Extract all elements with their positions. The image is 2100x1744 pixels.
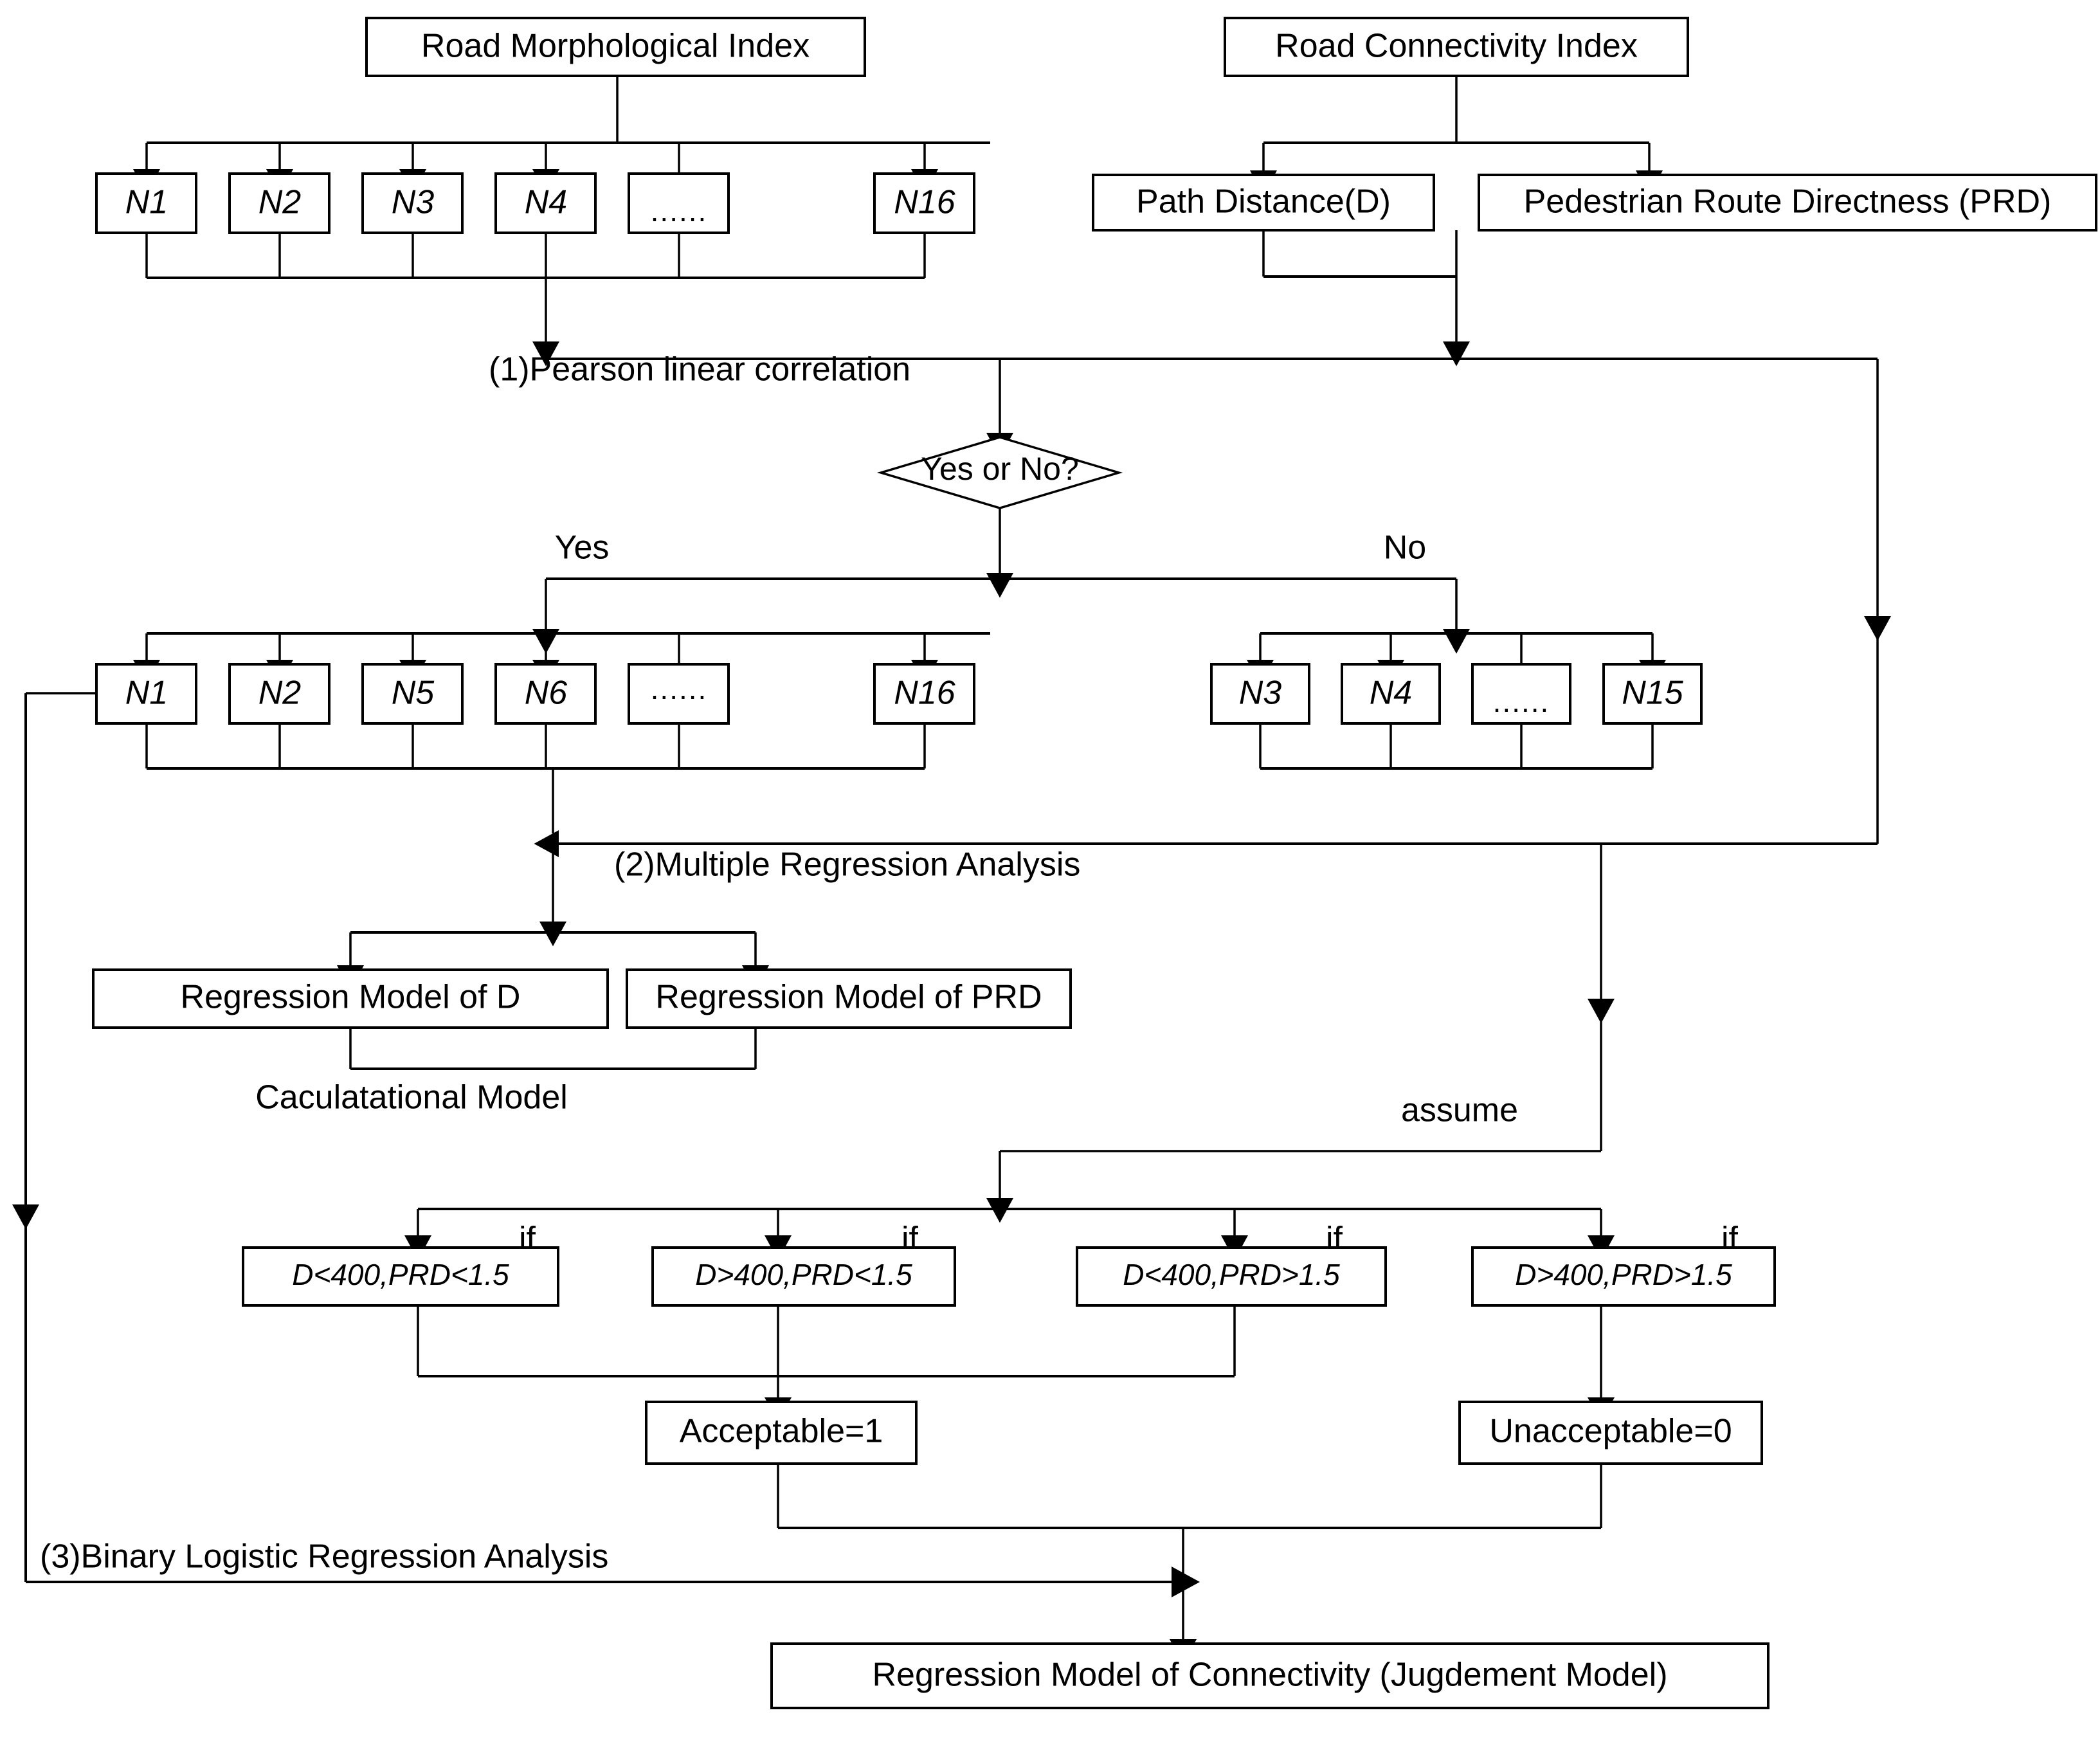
condition-label: D<400,PRD<1.5 <box>292 1258 509 1291</box>
condition-box-0[interactable]: D<400,PRD<1.5 <box>242 1246 559 1307</box>
step1-label: (1)Pearson linear correlation <box>489 351 910 388</box>
node-prd[interactable]: Pedestrian Route Directness (PRD) <box>1478 174 2097 232</box>
node-morphological-index[interactable]: Road Morphological Index <box>365 17 866 77</box>
n-box-no-0[interactable]: N3 <box>1210 663 1310 725</box>
condition-label: D>400,PRD>1.5 <box>1515 1258 1732 1291</box>
n-box-label: N4 <box>1370 675 1412 712</box>
condition-label: D<400,PRD>1.5 <box>1123 1258 1340 1291</box>
path-distance-label: Path Distance(D) <box>1136 183 1391 221</box>
n-box-label: N4 <box>525 184 567 221</box>
n-box-no-2-ellipsis: ...... <box>1471 663 1571 725</box>
n-box-label: N2 <box>258 675 302 712</box>
acceptable-label: Acceptable=1 <box>680 1413 883 1450</box>
n-box-label: N16 <box>894 675 955 712</box>
n-box-label: N3 <box>392 184 435 221</box>
step3-label: (3)Binary Logistic Regression Analysis <box>40 1538 608 1576</box>
regression-model-prd-label: Regression Model of PRD <box>655 979 1042 1016</box>
n-box-top-1[interactable]: N2 <box>228 172 330 234</box>
n-box-yes-3[interactable]: N6 <box>494 663 597 725</box>
ellipsis-label: ...... <box>1493 685 1550 718</box>
n-box-no-1[interactable]: N4 <box>1341 663 1441 725</box>
n-box-label: N3 <box>1239 675 1282 712</box>
n-box-top-3[interactable]: N4 <box>494 172 597 234</box>
calculational-model-label: Caculatational Model <box>255 1079 568 1116</box>
decision-label: Yes or No? <box>921 451 1079 487</box>
ellipsis-label: ...... <box>651 194 708 228</box>
node-acceptable[interactable]: Acceptable=1 <box>645 1401 918 1465</box>
node-final-model[interactable]: Regression Model of Connectivity (Jugdem… <box>770 1642 1770 1709</box>
yes-label: Yes <box>555 529 610 567</box>
n-row-no: N3 N4 ...... N15 <box>1210 663 1703 725</box>
morphological-index-label: Road Morphological Index <box>421 28 810 65</box>
n-box-yes-1[interactable]: N2 <box>228 663 330 725</box>
n-box-yes-0[interactable]: N1 <box>95 663 197 725</box>
n-box-top-0[interactable]: N1 <box>95 172 197 234</box>
n-row-yes: N1 N2 N5 N6 ...... N16 <box>95 663 975 725</box>
n-box-label: N1 <box>125 184 168 221</box>
n-box-label: N2 <box>258 184 302 221</box>
unacceptable-label: Unacceptable=0 <box>1489 1413 1732 1450</box>
node-path-distance[interactable]: Path Distance(D) <box>1092 174 1435 232</box>
assume-label: assume <box>1401 1092 1518 1129</box>
condition-box-3[interactable]: D>400,PRD>1.5 <box>1471 1246 1776 1307</box>
regression-model-d-label: Regression Model of D <box>181 979 521 1016</box>
n-box-yes-5[interactable]: N16 <box>873 663 975 725</box>
connectivity-index-label: Road Connectivity Index <box>1275 28 1638 65</box>
condition-box-1[interactable]: D>400,PRD<1.5 <box>651 1246 956 1307</box>
n-box-no-3[interactable]: N15 <box>1602 663 1703 725</box>
n-row-top: N1 N2 N3 N4 ...... N16 <box>95 172 975 234</box>
node-unacceptable[interactable]: Unacceptable=0 <box>1458 1401 1763 1465</box>
n-box-top-5[interactable]: N16 <box>873 172 975 234</box>
step2-label: (2)Multiple Regression Analysis <box>614 846 1080 884</box>
node-regression-model-d[interactable]: Regression Model of D <box>92 968 609 1029</box>
prd-label: Pedestrian Route Directness (PRD) <box>1524 183 2052 221</box>
condition-box-2[interactable]: D<400,PRD>1.5 <box>1076 1246 1387 1307</box>
no-label: No <box>1384 529 1426 567</box>
ellipsis-label: ...... <box>651 672 708 705</box>
n-box-yes-4-ellipsis: ...... <box>628 663 730 725</box>
n-box-top-4-ellipsis: ...... <box>628 172 730 234</box>
node-connectivity-index[interactable]: Road Connectivity Index <box>1224 17 1689 77</box>
node-decision[interactable]: Yes or No? <box>876 436 1123 509</box>
connectors <box>12 76 1891 1664</box>
node-regression-model-prd[interactable]: Regression Model of PRD <box>626 968 1072 1029</box>
n-box-label: N1 <box>125 675 168 712</box>
n-box-top-2[interactable]: N3 <box>361 172 464 234</box>
final-model-label: Regression Model of Connectivity (Jugdem… <box>872 1657 1667 1694</box>
condition-label: D>400,PRD<1.5 <box>695 1258 912 1291</box>
n-box-label: N15 <box>1622 675 1683 712</box>
n-box-label: N16 <box>894 184 955 221</box>
n-box-label: N5 <box>392 675 435 712</box>
n-box-yes-2[interactable]: N5 <box>361 663 464 725</box>
n-box-label: N6 <box>525 675 568 712</box>
